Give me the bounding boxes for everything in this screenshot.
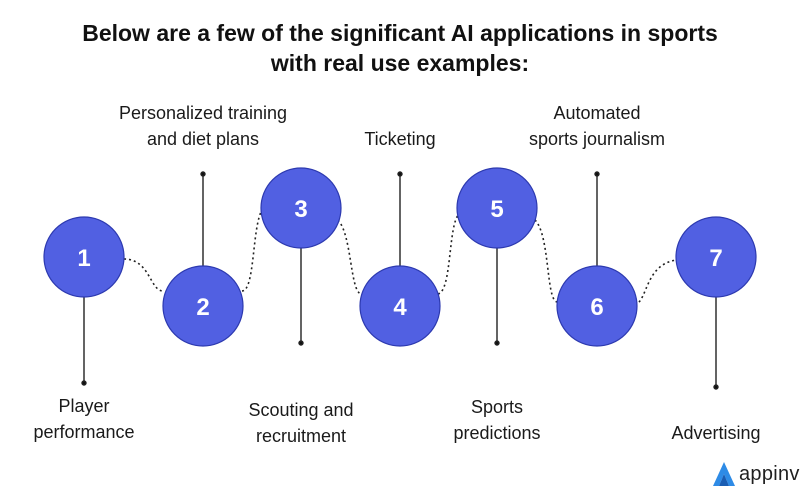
connector-2-3 bbox=[241, 209, 263, 292]
step-2-label-line-1: Personalized training bbox=[118, 103, 288, 123]
dotted-connectors bbox=[123, 209, 677, 306]
step-6-label: Automated sports journalism bbox=[507, 100, 687, 152]
step-4-label-line-1: Ticketing bbox=[364, 129, 436, 149]
step-7: 7 bbox=[675, 216, 757, 298]
page-title-line-2: with real use examples: bbox=[270, 50, 530, 76]
step-3-label-line-1: Scouting and bbox=[248, 400, 354, 420]
step-3-label: Scouting and recruitment bbox=[226, 397, 376, 449]
connector-6-7 bbox=[634, 259, 677, 306]
step-6-label-line-1: Automated bbox=[553, 103, 641, 123]
step-2-circle bbox=[162, 265, 244, 347]
step-5-label-line-1: Sports bbox=[470, 397, 524, 417]
step-6-label-line-2: sports journalism bbox=[528, 129, 666, 149]
brand-name: appinve bbox=[739, 462, 800, 485]
step-5-label-line-2: predictions bbox=[453, 423, 541, 443]
step-1-circle bbox=[43, 216, 125, 298]
leader-dot-3 bbox=[298, 340, 304, 346]
step-4: 4 bbox=[359, 265, 441, 347]
leader-dot-1 bbox=[81, 380, 87, 386]
step-5-label: Sports predictions bbox=[432, 394, 562, 446]
connector-1-2 bbox=[123, 258, 164, 292]
step-1-label: Player performance bbox=[14, 393, 154, 445]
leader-dot-7 bbox=[713, 384, 719, 390]
leader-dot-2 bbox=[200, 171, 206, 177]
step-3-number: 3 bbox=[294, 196, 307, 223]
leader-lines bbox=[81, 171, 719, 390]
step-4-circle bbox=[359, 265, 441, 347]
step-5-number: 5 bbox=[490, 196, 503, 223]
step-7-circle bbox=[675, 216, 757, 298]
step-5: 5 bbox=[456, 167, 538, 249]
step-3-label-line-2: recruitment bbox=[255, 426, 347, 446]
brand-logo: appinve bbox=[712, 457, 800, 491]
step-7-number: 7 bbox=[709, 245, 722, 272]
step-2-number: 2 bbox=[196, 294, 209, 321]
step-3-circle bbox=[260, 167, 342, 249]
step-5-circle bbox=[456, 167, 538, 249]
step-7-label: Advertising bbox=[646, 420, 786, 446]
step-4-label: Ticketing bbox=[340, 126, 460, 152]
leader-dot-6 bbox=[594, 171, 600, 177]
step-3: 3 bbox=[260, 167, 342, 249]
step-2-label: Personalized training and diet plans bbox=[93, 100, 313, 152]
page-title-line-1: Below are a few of the significant AI ap… bbox=[82, 20, 718, 46]
step-circles: 1 2 3 4 5 6 7 bbox=[43, 167, 757, 347]
connector-5-6 bbox=[534, 219, 558, 303]
connector-4-5 bbox=[437, 213, 460, 295]
logo-mark-icon bbox=[713, 462, 735, 486]
step-4-number: 4 bbox=[393, 294, 407, 321]
leader-dot-4 bbox=[397, 171, 403, 177]
step-1-number: 1 bbox=[77, 245, 90, 272]
step-6-number: 6 bbox=[590, 294, 603, 321]
connector-3-4 bbox=[337, 219, 362, 295]
step-7-label-line-1: Advertising bbox=[671, 423, 761, 443]
step-6: 6 bbox=[556, 265, 638, 347]
step-1-label-line-1: Player bbox=[58, 396, 110, 416]
step-1-label-line-2: performance bbox=[33, 422, 135, 442]
step-2: 2 bbox=[162, 265, 244, 347]
step-6-circle bbox=[556, 265, 638, 347]
leader-dot-5 bbox=[494, 340, 500, 346]
step-2-label-line-2: and diet plans bbox=[146, 129, 260, 149]
step-1: 1 bbox=[43, 216, 125, 298]
